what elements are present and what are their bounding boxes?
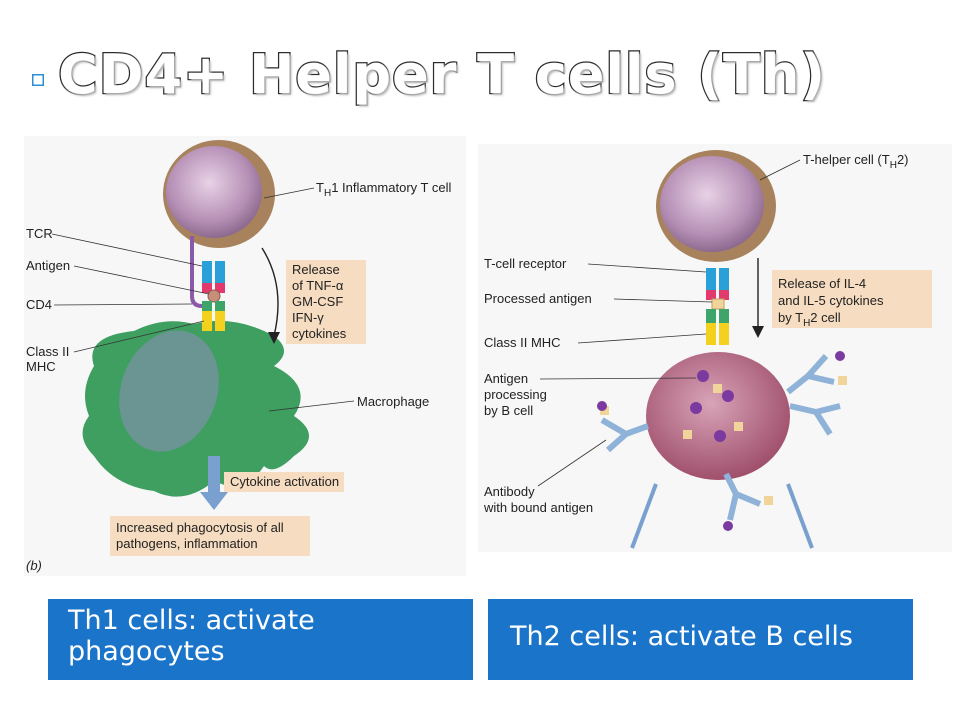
panel-letter: (b)	[26, 558, 42, 573]
antibody-right-upper	[786, 353, 835, 395]
macrophage-leader	[268, 400, 355, 412]
antigen-peptide	[207, 289, 221, 303]
antigen-processing-line-2: processing	[484, 387, 547, 402]
th2-release-arrowhead	[752, 326, 764, 338]
antibody-line-2: with bound antigen	[483, 500, 593, 515]
cytokine-activation-label: Cytokine activation	[230, 474, 339, 489]
bound-antigen-5	[723, 521, 733, 531]
release-line-2: of TNF-α	[292, 278, 344, 293]
th1-tcell-nucleus	[166, 146, 262, 238]
th2-tcr-a	[706, 268, 716, 290]
th2-diagram: T-helper cell (TH2)	[478, 144, 952, 552]
class-ii-label-2: MHC	[26, 359, 56, 374]
antigen-processing-leader	[539, 377, 697, 380]
th2-tcr-b	[719, 268, 729, 290]
release-line-3: GM-CSF	[292, 294, 343, 309]
antibody-line-1: Antibody	[484, 484, 535, 499]
th1-cell-leader	[263, 187, 315, 199]
release-line-1: Release	[292, 262, 340, 277]
th2-release-line-3: by TH2 cell	[778, 310, 841, 329]
th2-mhc-groove-b	[719, 309, 729, 323]
release-line-4: IFN-γ	[292, 310, 324, 325]
bound-antigen-2	[838, 376, 847, 385]
antibody-right-lower	[789, 403, 841, 436]
mhc-groove-a	[202, 301, 212, 311]
antigen-particle-3	[690, 402, 702, 414]
th2-release-line-2: and IL-5 cytokines	[778, 293, 884, 308]
title-bullet-icon	[32, 74, 44, 86]
tcr-leader	[51, 233, 203, 267]
cd4-label: CD4	[26, 297, 52, 312]
th1-caption: Th1 cells: activate phagocytes	[48, 599, 473, 680]
mhc-chain-b	[215, 311, 225, 331]
bound-antigen-6	[764, 496, 773, 505]
antibody-leader	[537, 439, 607, 487]
cd4-molecule	[190, 236, 212, 308]
th2-release-box	[772, 270, 932, 328]
th2-release-line-1: Release of IL-4	[778, 276, 866, 291]
class-ii-mhc-label: Class II MHC	[484, 335, 561, 350]
tcr-label: TCR	[26, 226, 53, 241]
stem-left	[630, 483, 658, 549]
antigen-fragment-3	[734, 422, 743, 431]
bound-antigen-3	[600, 406, 609, 415]
th2-tcr-var-a	[706, 290, 716, 300]
antigen-fragment-2	[683, 430, 692, 439]
activation-arrow-shaft	[208, 456, 220, 494]
antigen-particle-1	[697, 370, 709, 382]
phagocytosis-line-1: Increased phagocytosis of all	[116, 520, 284, 535]
mhc-groove-b	[215, 301, 225, 311]
macrophage-label: Macrophage	[357, 394, 429, 409]
antibody-left	[600, 417, 650, 453]
th1-diagram: TH1 Inflammatory T cell Macrophage TCR A…	[24, 136, 466, 576]
mhc-chain-a	[202, 311, 212, 331]
b-cell	[646, 352, 790, 480]
th2-cell-label: T-helper cell (TH2)	[803, 152, 909, 171]
tcell-receptor-leader	[587, 263, 707, 273]
th2-diagram-svg: T-helper cell (TH2)	[478, 144, 952, 552]
processed-antigen-leader	[613, 298, 713, 303]
antigen-processing-line-3: by B cell	[484, 403, 533, 418]
processed-antigen-peptide	[711, 298, 725, 310]
release-arrowhead	[268, 332, 280, 344]
phagocytosis-box	[110, 516, 310, 556]
th2-caption: Th2 cells: activate B cells	[488, 599, 913, 680]
th2-mhc-a	[706, 323, 716, 345]
tcr-variable-a	[202, 283, 212, 293]
processed-antigen-label: Processed antigen	[484, 291, 592, 306]
tcell-receptor-label: T-cell receptor	[484, 256, 567, 271]
th1-diagram-svg: TH1 Inflammatory T cell Macrophage TCR A…	[24, 136, 466, 576]
th2-tcell-nucleus	[660, 156, 764, 252]
bound-antigen-4	[597, 401, 607, 411]
antigen-particle-4	[714, 430, 726, 442]
antigen-processing-line-1: Antigen	[484, 371, 528, 386]
slide-title: CD4+ Helper T cells (Th)	[57, 43, 826, 106]
cytokine-activation-box	[224, 472, 344, 492]
class-ii-leader	[73, 320, 205, 353]
antigen-leader	[73, 265, 210, 295]
class-ii-mhc-leader	[577, 333, 707, 344]
th2-mhc-groove-a	[706, 309, 716, 323]
phagocytosis-line-2: pathogens, inflammation	[116, 536, 258, 551]
stem-right	[786, 483, 814, 549]
antigen-fragment-1	[713, 384, 722, 393]
th2-tcr-var-b	[719, 290, 729, 300]
release-line-5: cytokines	[292, 326, 347, 341]
antibody-bottom	[723, 472, 762, 521]
class-ii-label-1: Class II	[26, 344, 69, 359]
macrophage-nucleus	[119, 330, 219, 452]
release-arrow	[261, 247, 279, 337]
antigen-particle-2	[722, 390, 734, 402]
bound-antigen-1	[835, 351, 845, 361]
tcr-variable-b	[215, 283, 225, 293]
cd4-leader	[53, 303, 193, 306]
antigen-label: Antigen	[26, 258, 70, 273]
tcr-chain-a	[202, 261, 212, 283]
th2-cell-leader	[759, 159, 801, 181]
th2-mhc-b	[719, 323, 729, 345]
th1-cell-label: TH1 Inflammatory T cell	[316, 180, 451, 199]
tcr-chain-b	[215, 261, 225, 283]
activation-arrowhead	[200, 492, 228, 510]
release-box	[286, 260, 366, 344]
